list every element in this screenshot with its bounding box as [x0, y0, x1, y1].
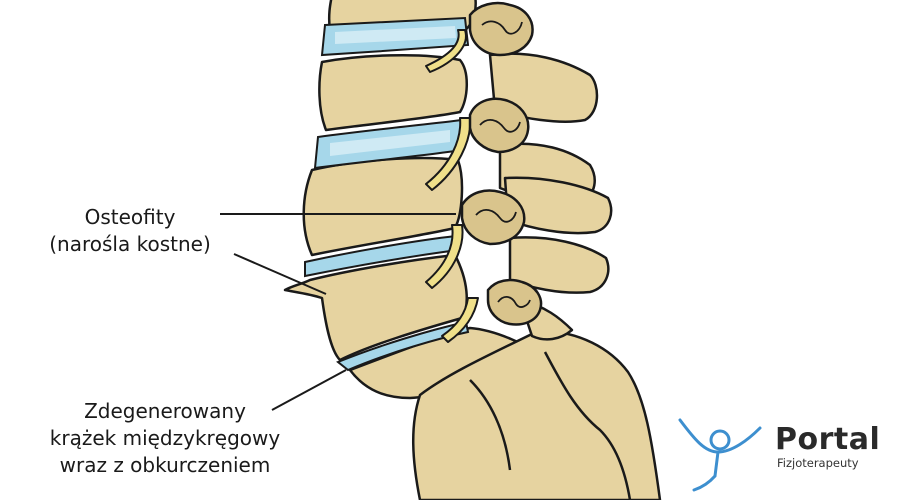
disc-label-line1: Zdegenerowany: [84, 399, 246, 423]
osteophytes-label-line1: Osteofity: [84, 205, 176, 229]
disc-label-line3: wraz z obkurczeniem: [59, 453, 271, 477]
facet-1: [468, 1, 534, 57]
degenerated-disc-label: Zdegenerowany krążek międzykręgowy wraz …: [0, 398, 330, 479]
osteophytes-label: Osteofity (narośla kostne): [30, 204, 230, 258]
logo-subtitle: Fizjoterapeuty: [777, 456, 859, 470]
leader-line-disc: [271, 369, 347, 411]
portal-logo: Portal Fizjoterapeuty: [775, 422, 881, 471]
logo-title: Portal: [775, 422, 881, 457]
facet-3: [460, 189, 526, 246]
disc-4-degenerated: [336, 320, 470, 372]
facet-2: [468, 97, 530, 154]
leader-line-osteophytes-body: [233, 253, 327, 295]
vertebra-4: [283, 253, 468, 362]
person-arms-raised-icon: [678, 418, 762, 492]
osteophytes-label-line2: (narośla kostne): [49, 232, 211, 256]
vertebral-processes: [488, 52, 613, 294]
nerve-roots: [425, 29, 479, 343]
vertebra-2: [318, 53, 468, 132]
intervertebral-discs: [304, 16, 470, 372]
leader-lines: [220, 213, 456, 411]
disc-label-line2: krążek międzykręgowy: [49, 426, 281, 450]
